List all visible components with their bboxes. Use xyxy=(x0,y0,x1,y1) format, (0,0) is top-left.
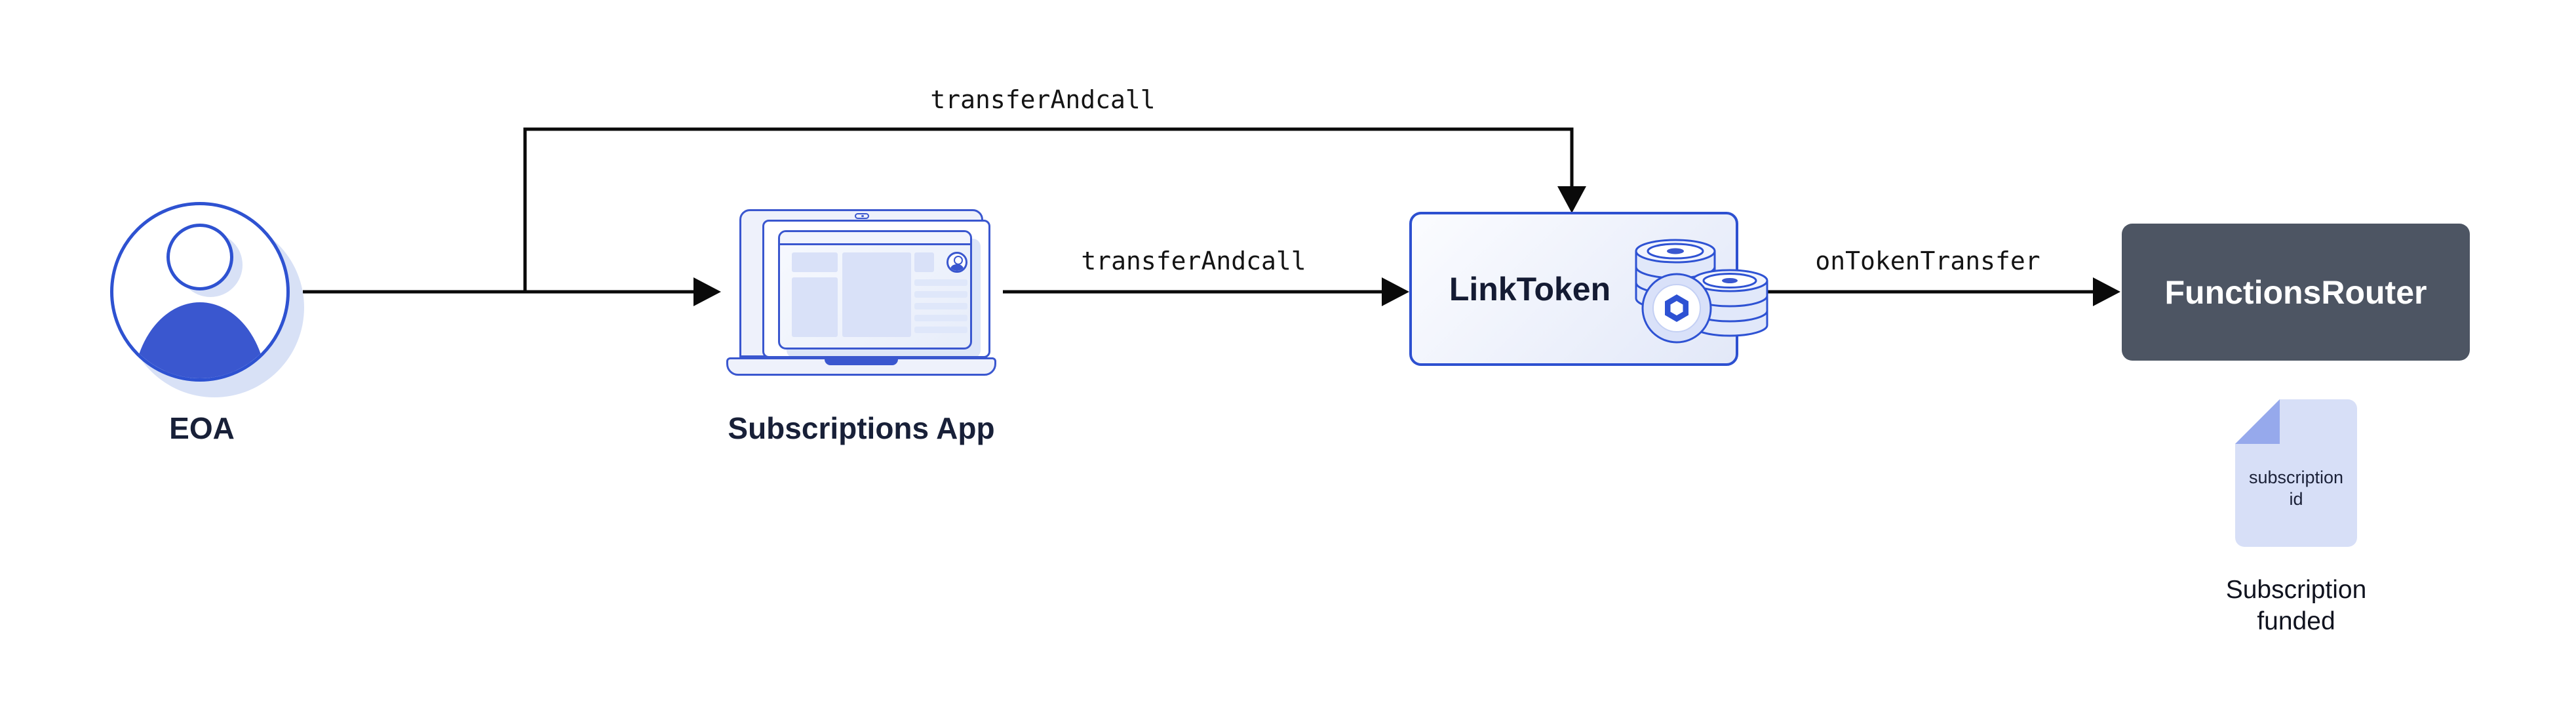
browser-titlebar xyxy=(780,232,970,245)
document-text-line2: id xyxy=(2289,489,2303,509)
arrowhead-branch-to-linktoken xyxy=(1557,186,1586,213)
laptop-notch xyxy=(825,359,898,365)
wireframe-line xyxy=(914,315,967,321)
arrowhead-app-to-linktoken xyxy=(1382,277,1409,306)
node-label-linktoken: LinkToken xyxy=(1449,270,1611,308)
wireframe-line xyxy=(914,291,967,298)
avatar-body xyxy=(133,302,267,378)
edge-label-transferandcall-top: transferAndcall xyxy=(930,85,1156,114)
edge-label-ontokentransfer: onTokenTransfer xyxy=(1815,247,2040,275)
node-label-subscriptions-app: Subscriptions App xyxy=(728,411,995,445)
subscription-funded-caption: Subscription funded xyxy=(2226,574,2367,637)
wireframe-block xyxy=(914,252,934,272)
node-linktoken: LinkToken xyxy=(1409,212,1768,366)
wireframe-line xyxy=(914,279,967,286)
document-fold xyxy=(2235,399,2280,444)
laptop-bezel xyxy=(739,209,990,358)
user-avatar-icon xyxy=(110,202,290,382)
wireframe-block xyxy=(842,252,911,337)
browser-user-avatar-icon xyxy=(946,252,967,273)
wireframe-block xyxy=(792,252,838,272)
edge-label-transferandcall-mid: transferAndcall xyxy=(1081,247,1306,275)
link-coins-icon xyxy=(1635,239,1768,344)
laptop-camera-icon xyxy=(855,213,869,219)
arrowhead-eoa-to-app xyxy=(693,277,721,306)
document-text: subscription id xyxy=(2235,467,2357,510)
caption-line2: funded xyxy=(2257,607,2335,635)
document-icon: subscription id xyxy=(2234,399,2357,547)
document-text-line1: subscription xyxy=(2248,468,2344,487)
laptop-screen xyxy=(762,220,990,358)
laptop-icon xyxy=(726,209,996,376)
caption-line1: Subscription xyxy=(2225,576,2367,604)
wireframe-block xyxy=(792,277,838,337)
laptop-base xyxy=(726,357,996,376)
node-label-functionsrouter: FunctionsRouter xyxy=(2164,273,2427,311)
browser-window xyxy=(778,230,972,349)
node-functionsrouter: FunctionsRouter xyxy=(2122,224,2470,361)
avatar-head xyxy=(166,224,233,290)
wireframe-line xyxy=(914,327,967,333)
arrow-branch-to-linktoken xyxy=(523,127,1574,292)
wireframe-line xyxy=(914,303,967,309)
arrowhead-linktoken-to-router xyxy=(2093,277,2120,306)
node-label-eoa: EOA xyxy=(169,411,235,445)
